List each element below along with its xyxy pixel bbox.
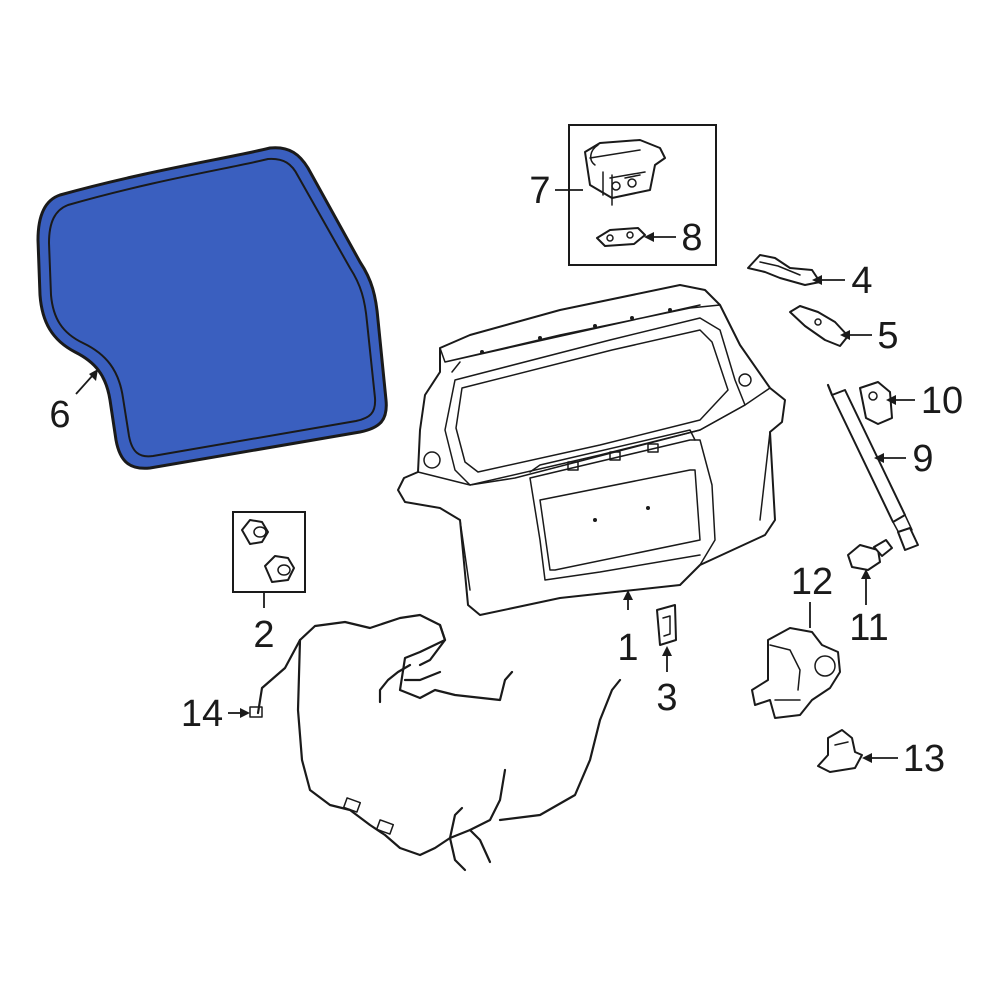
callout-3: 3 <box>656 677 677 719</box>
callout-12: 12 <box>791 561 833 603</box>
part-12-latch[interactable] <box>751 627 841 719</box>
callout-10: 10 <box>921 380 963 422</box>
leader-lines <box>75 189 915 763</box>
callout-14: 14 <box>181 693 223 735</box>
callout-4: 4 <box>851 260 872 302</box>
part-9-strut[interactable] <box>826 383 919 551</box>
part-5-bracket[interactable] <box>789 305 849 347</box>
callout-7: 7 <box>529 170 550 212</box>
callout-13: 13 <box>903 738 945 780</box>
part-6-weatherstrip[interactable] <box>36 146 388 470</box>
callout-6: 6 <box>49 394 70 436</box>
hinge-box <box>568 124 717 266</box>
part-2-bumpers[interactable] <box>232 511 306 593</box>
part-7-hinge[interactable] <box>584 139 666 206</box>
callout-5: 5 <box>877 315 898 357</box>
callout-1: 1 <box>617 627 638 669</box>
callout-11: 11 <box>849 607 888 649</box>
part-11-stop[interactable] <box>847 539 893 571</box>
callout-8: 8 <box>681 217 702 259</box>
part-4-bracket[interactable] <box>747 254 821 286</box>
callout-9: 9 <box>912 438 933 480</box>
part-6-outer <box>36 146 388 470</box>
part-6-inner <box>47 157 377 458</box>
part-14-harness[interactable] <box>249 613 622 872</box>
part-3-pad[interactable] <box>656 604 677 646</box>
callout-box-7-8 <box>568 124 717 266</box>
part-1-liftgate[interactable] <box>397 284 786 616</box>
callout-2: 2 <box>253 614 274 656</box>
part-8-plate[interactable] <box>596 227 646 247</box>
callout-labels: 1 2 3 4 5 6 7 8 9 10 11 12 13 14 <box>49 170 963 780</box>
part-10-bracket[interactable] <box>859 381 893 425</box>
part-13-striker[interactable] <box>817 729 863 773</box>
